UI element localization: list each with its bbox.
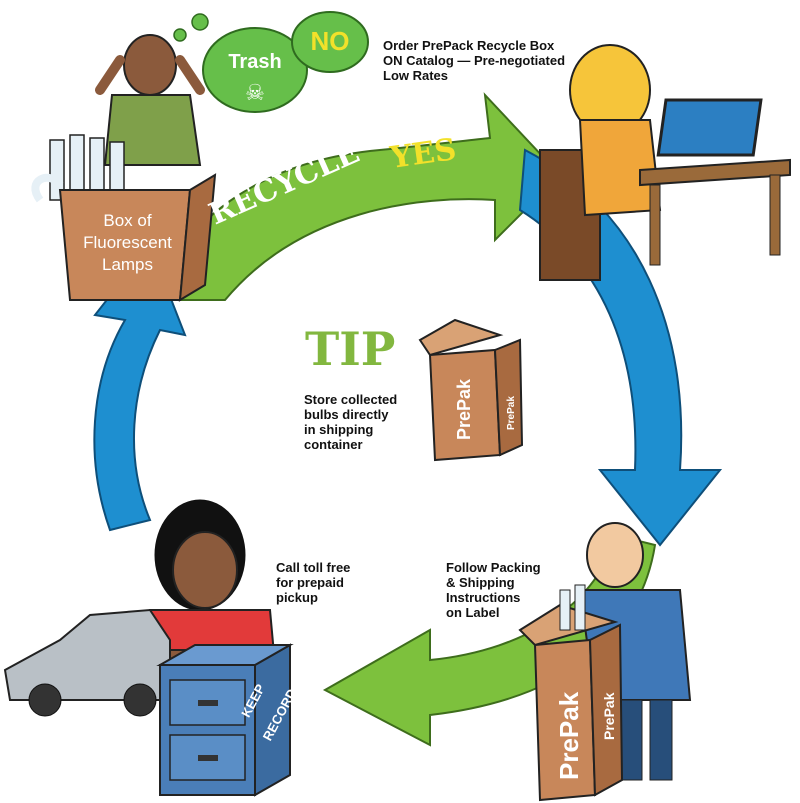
lamp-tubes-icon [559,584,586,631]
prepak-box-bottom: PrePak PrePak [518,584,624,802]
woman-at-laptop-illustration [539,44,791,281]
no-text: NO [311,26,350,56]
skull-icon: ☠ [245,80,265,105]
tip-text: Store collected bulbs directly in shippi… [304,392,398,452]
prepak-box-front-label: PrePak [554,691,584,780]
car-wheel-icon [28,683,62,717]
file-cabinet [156,643,294,797]
tip-heading: TIP [305,322,395,376]
drawer-handle-icon [198,700,218,706]
trash-text: Trash [228,51,281,73]
car-wheel-icon [123,683,157,717]
green-arrow-top [148,92,562,301]
man-packing-illustration [578,522,692,781]
worried-person-illustration [95,34,205,166]
drawer-handle-icon [198,755,218,761]
lamp-box-label: Box of Fluorescent Lamps [83,211,172,274]
car-illustration [3,608,171,717]
lamp-box [31,134,217,302]
call-step-text: Call toll free for prepaid pickup [276,560,351,605]
tip-box-illustration: PrePak PrePak [418,318,524,462]
tip-box-side-label: PrePak [506,396,517,430]
tip-box-front-label: PrePak [454,378,474,440]
order-step-text: Order PrePack Recycle Box ON Catalog — P… [383,38,566,83]
prepak-box-side-label: PrePak [601,692,617,740]
pack-step-text: Follow Packing & Shipping Instructions o… [446,560,541,620]
trash-cloud: Trash ☠ NO [173,11,369,113]
